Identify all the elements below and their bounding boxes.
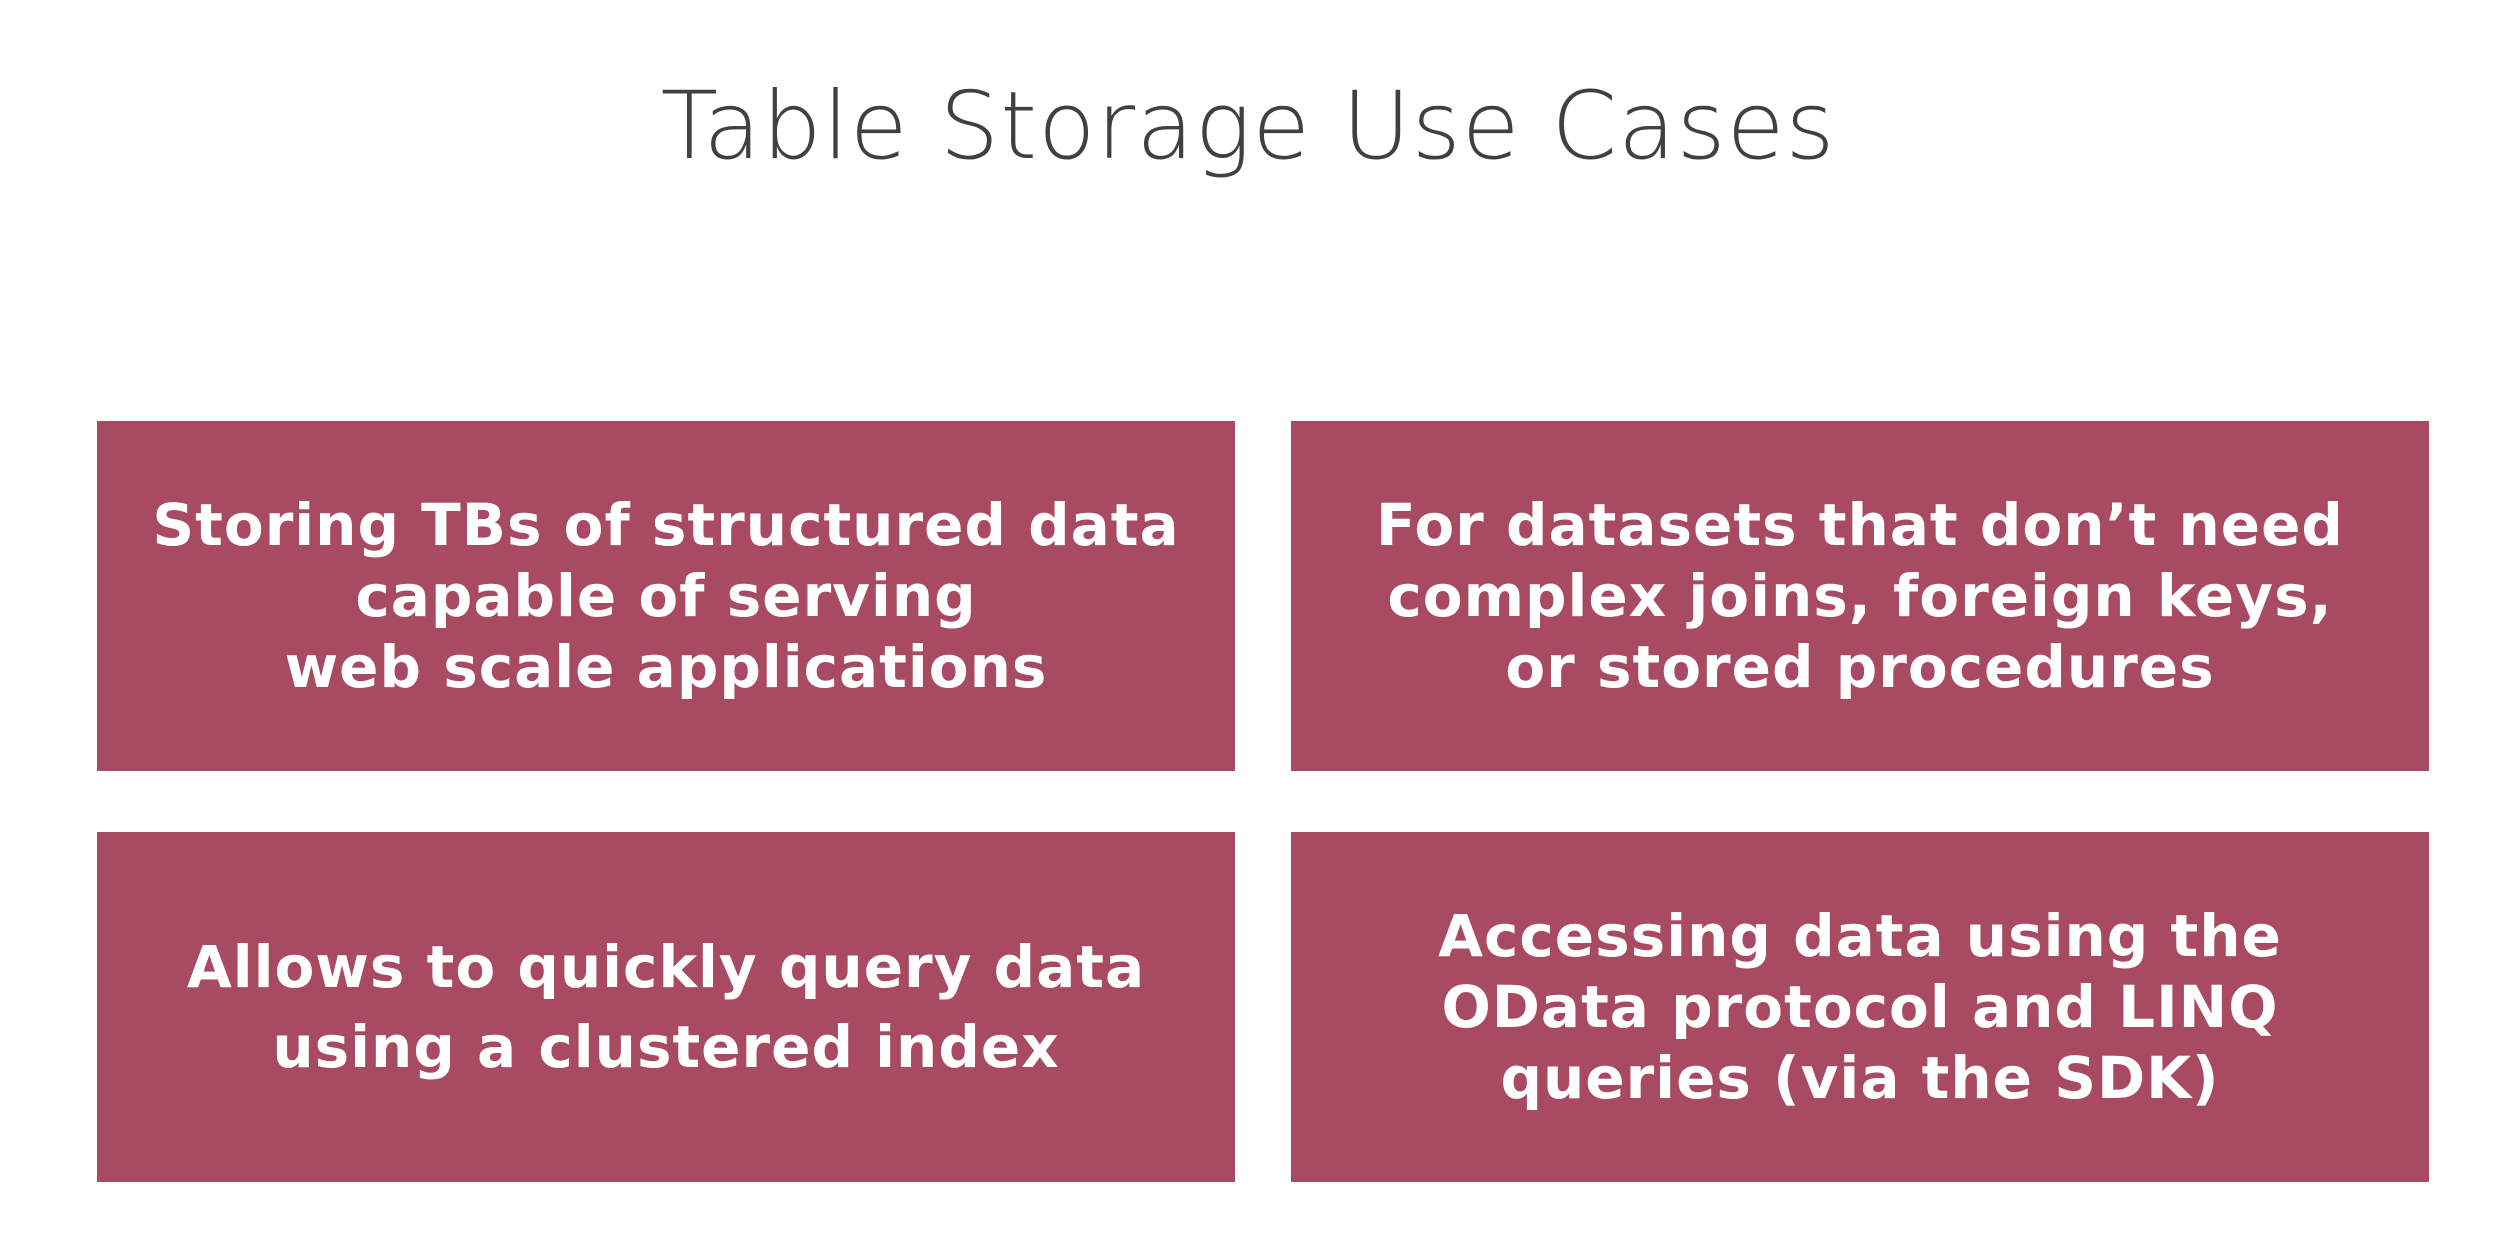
- use-case-card-text: Allows to quickly query data using a clu…: [186, 933, 1146, 1081]
- use-case-card-structured-data: Storing TBs of structured data capable o…: [97, 421, 1235, 771]
- use-case-card-text: Storing TBs of structured data capable o…: [152, 490, 1180, 701]
- slide-title: Table Storage Use Cases: [660, 72, 1836, 181]
- use-case-card-no-joins: For datasets that don’t need complex joi…: [1291, 421, 2429, 771]
- use-case-card-text: Accessing data using the OData protocol …: [1438, 901, 2282, 1112]
- use-case-card-odata-linq: Accessing data using the OData protocol …: [1291, 832, 2429, 1182]
- use-case-card-text: For datasets that don’t need complex joi…: [1376, 490, 2344, 701]
- use-case-card-clustered-index: Allows to quickly query data using a clu…: [97, 832, 1235, 1182]
